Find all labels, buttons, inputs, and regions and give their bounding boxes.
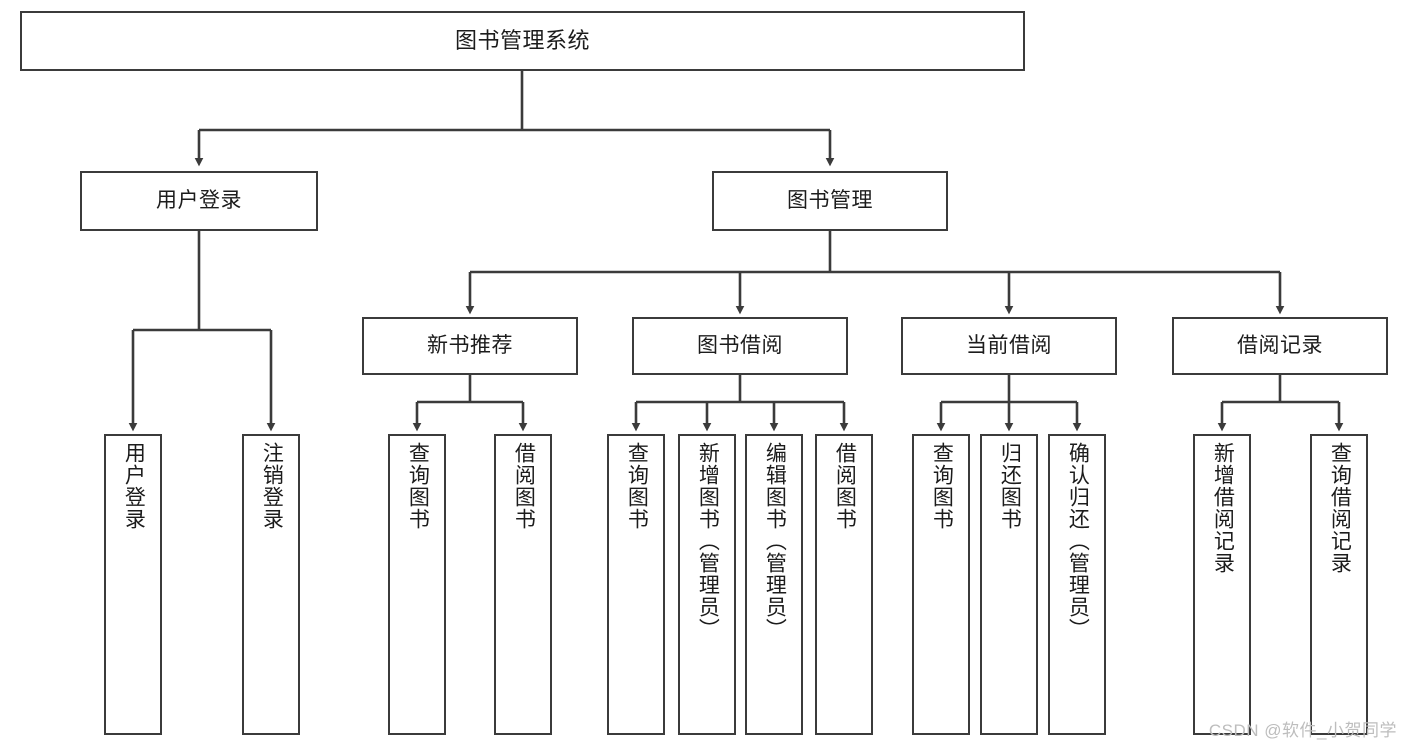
node-label: 查询图书	[930, 442, 954, 530]
node-label: 图书管理系统	[454, 28, 590, 54]
node-leaf-query-book-borrow[interactable]: 查询图书	[607, 434, 665, 735]
node-leaf-query-borrow-record[interactable]: 查询借阅记录	[1310, 434, 1368, 735]
node-leaf-borrow-book[interactable]: 借阅图书	[815, 434, 873, 735]
node-label: 借阅图书	[833, 442, 857, 530]
node-leaf-add-borrow-record[interactable]: 新增借阅记录	[1193, 434, 1251, 735]
node-label: 图书借阅	[697, 333, 783, 357]
node-book-borrow[interactable]: 图书借阅	[632, 317, 848, 375]
node-label: 新书推荐	[427, 333, 513, 357]
node-user-login[interactable]: 用户登录	[80, 171, 318, 231]
node-label: 确认归还（管理员）	[1066, 442, 1090, 640]
watermark-text: CSDN @软件_小贺同学	[1208, 721, 1397, 740]
node-label: 用户登录	[156, 188, 242, 212]
node-leaf-user-login[interactable]: 用户登录	[104, 434, 162, 735]
node-label: 查询图书	[406, 442, 430, 530]
node-label: 新增借阅记录	[1211, 442, 1235, 574]
node-root-book-management-system[interactable]: 图书管理系统	[20, 11, 1025, 71]
node-label: 用户登录	[122, 442, 146, 530]
node-label: 查询借阅记录	[1328, 442, 1352, 574]
node-leaf-query-book-recommend[interactable]: 查询图书	[388, 434, 446, 735]
node-leaf-add-book-admin[interactable]: 新增图书（管理员）	[678, 434, 736, 735]
node-leaf-confirm-return-admin[interactable]: 确认归还（管理员）	[1048, 434, 1106, 735]
node-leaf-edit-book-admin[interactable]: 编辑图书（管理员）	[745, 434, 803, 735]
node-label: 图书管理	[787, 188, 873, 212]
node-book-management[interactable]: 图书管理	[712, 171, 948, 231]
node-leaf-logout-login[interactable]: 注销登录	[242, 434, 300, 735]
node-label: 借阅图书	[512, 442, 536, 530]
node-label: 归还图书	[998, 442, 1022, 530]
node-borrow-record[interactable]: 借阅记录	[1172, 317, 1388, 375]
node-new-book-recommend[interactable]: 新书推荐	[362, 317, 578, 375]
node-label: 编辑图书（管理员）	[763, 442, 787, 640]
node-label: 注销登录	[260, 442, 284, 530]
node-label: 查询图书	[625, 442, 649, 530]
node-label: 新增图书（管理员）	[696, 442, 720, 640]
node-current-borrow[interactable]: 当前借阅	[901, 317, 1117, 375]
node-label: 当前借阅	[966, 333, 1052, 357]
node-leaf-borrow-book-recommend[interactable]: 借阅图书	[494, 434, 552, 735]
node-leaf-return-book[interactable]: 归还图书	[980, 434, 1038, 735]
node-label: 借阅记录	[1237, 333, 1323, 357]
node-leaf-query-book-current[interactable]: 查询图书	[912, 434, 970, 735]
